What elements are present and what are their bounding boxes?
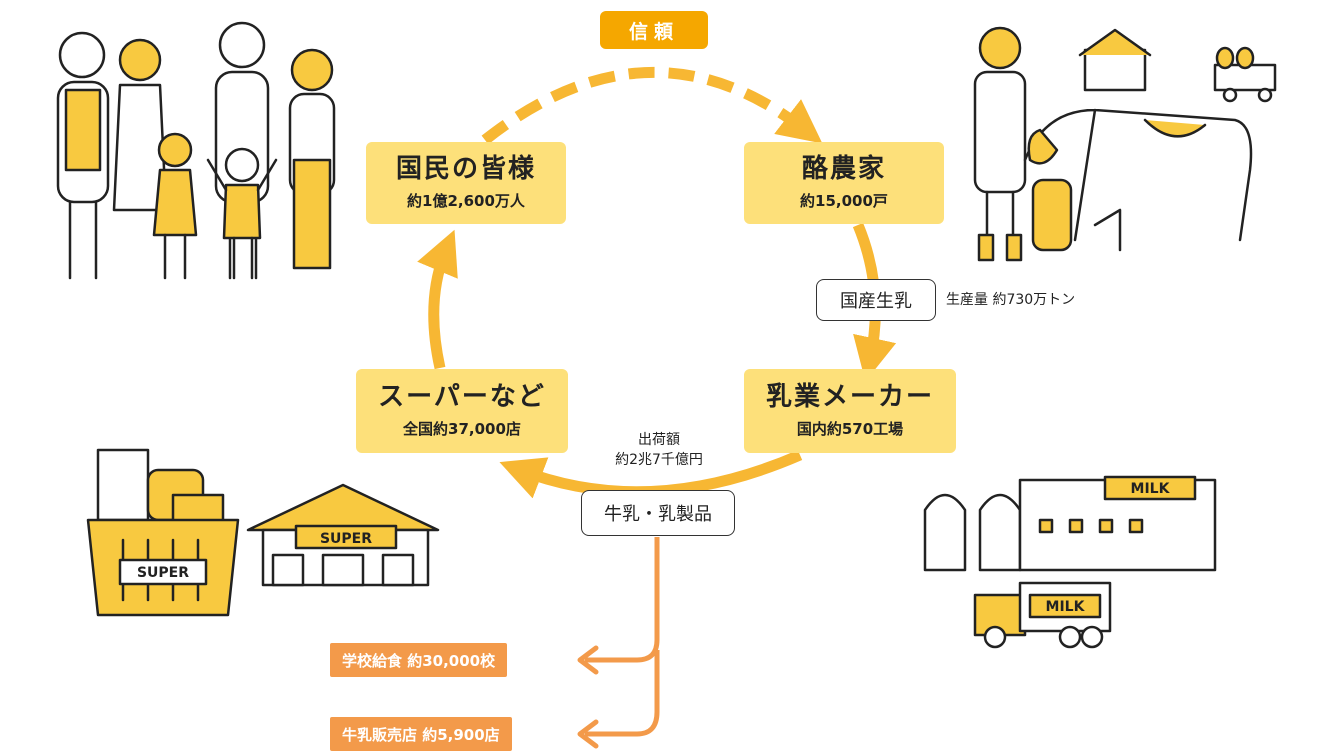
branch-milk-shops: 牛乳販売店 約5,900店 — [330, 717, 512, 751]
shipment-value: 出荷額 約2兆7千億円 — [594, 430, 724, 471]
branch-arrowhead-school — [577, 645, 599, 675]
node-dairy-farmers-sub: 約15,000戸 — [800, 191, 888, 210]
store-sign-text: SUPER — [320, 531, 372, 547]
branch-school-lunch: 学校給食 約30,000校 — [330, 643, 508, 677]
node-citizens-title: 国民の皆様 — [395, 154, 536, 185]
node-dairy-farmers: 酪農家 約15,000戸 — [744, 142, 944, 224]
supermarket-illustration: SUPER SUPER — [86, 448, 440, 617]
trust-dashed-arrow — [481, 67, 823, 145]
node-citizens-sub: 約1億2,600万人 — [407, 191, 525, 210]
family-illustration — [56, 21, 336, 280]
shipment-label: 出荷額 — [638, 432, 680, 448]
store-to-citizens-arrow — [417, 229, 458, 370]
branch-arrowhead-shop — [577, 719, 599, 749]
trust-label: 信頼 — [600, 11, 708, 49]
node-dairy-makers-title: 乳業メーカー — [765, 382, 934, 413]
node-supermarkets: スーパーなど 全国約37,000店 — [356, 369, 568, 453]
node-supermarkets-title: スーパーなど — [378, 382, 546, 413]
node-citizens: 国民の皆様 約1億2,600万人 — [366, 142, 566, 224]
branch-line — [585, 537, 660, 737]
production-volume: 生産量 約730万トン — [946, 292, 1076, 308]
shipment-amount: 約2兆7千億円 — [615, 452, 703, 469]
basket-sign-text: SUPER — [137, 565, 189, 581]
truck-sign-text: MILK — [1046, 599, 1086, 615]
milk-products-label: 牛乳・乳製品 — [581, 490, 735, 536]
raw-milk-label: 国産生乳 — [816, 279, 936, 321]
node-dairy-farmers-title: 酪農家 — [801, 154, 886, 185]
node-dairy-makers: 乳業メーカー 国内約570工場 — [744, 369, 956, 453]
farmer-cow-illustration — [973, 26, 1277, 262]
node-supermarkets-sub: 全国約37,000店 — [403, 419, 521, 438]
node-dairy-makers-sub: 国内約570工場 — [796, 419, 904, 438]
factory-sign-text: MILK — [1131, 481, 1171, 497]
milk-factory-illustration: MILK MILK — [923, 475, 1217, 649]
